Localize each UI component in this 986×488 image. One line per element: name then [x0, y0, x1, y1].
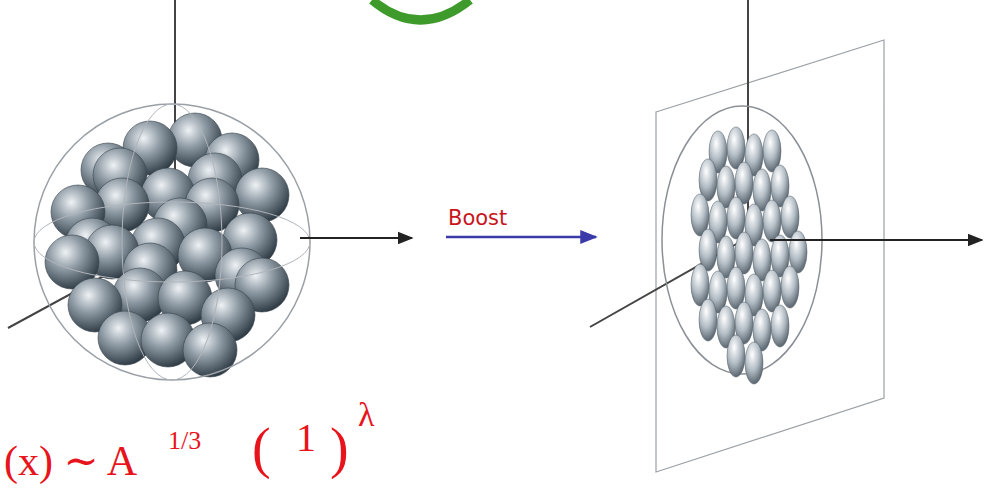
axis-arrow: [300, 237, 412, 239]
pancake-nucleus: [691, 127, 807, 384]
nucleon: [781, 266, 799, 308]
formula-exponent: 1/3: [168, 428, 201, 454]
wire-sphere: [34, 104, 310, 380]
formula-exponent: λ: [358, 398, 375, 432]
transverse-plane: [656, 40, 884, 472]
nucleus-sphere: [45, 113, 289, 377]
nucleon: [727, 335, 745, 377]
wire-sphere: [122, 104, 222, 380]
wire-sphere: [34, 202, 310, 282]
nucleon: [699, 299, 717, 341]
boost-arrow: [446, 236, 596, 239]
formula-text: (x) ∼ A: [4, 440, 137, 482]
green-arc: [372, 0, 470, 20]
boost-label: Boost: [448, 208, 507, 229]
axis-line: [747, 0, 749, 240]
formula-paren: (: [252, 420, 271, 476]
formula-numerator: 1: [296, 418, 316, 458]
axis-arrow: [770, 239, 982, 241]
formula-paren: ): [330, 420, 349, 476]
nucleon: [745, 342, 763, 384]
nucleon: [771, 305, 789, 347]
